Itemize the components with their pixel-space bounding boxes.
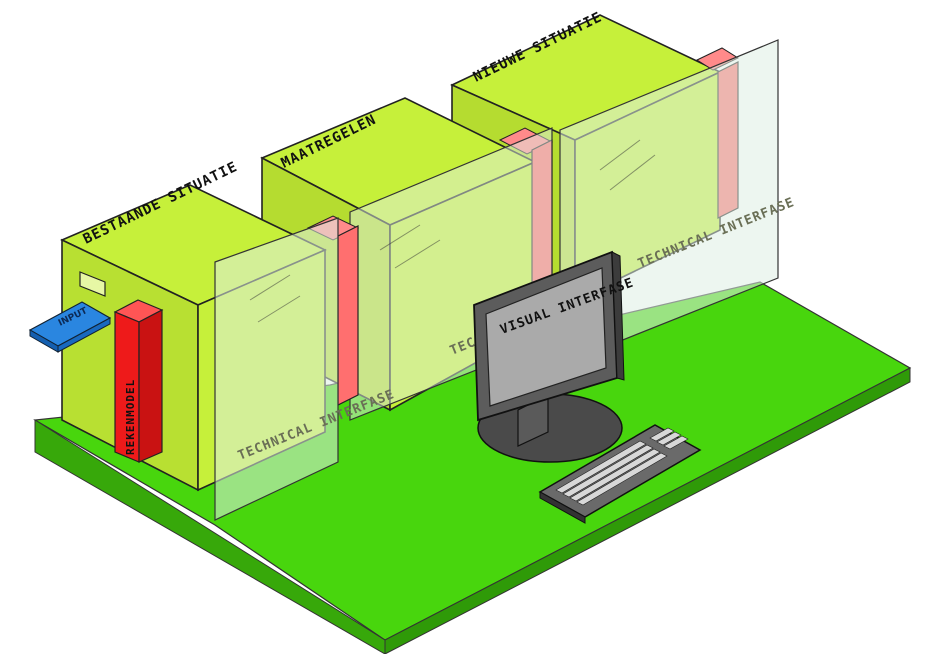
input-slot <box>79 271 106 297</box>
monitor-screen <box>485 267 607 407</box>
rekenmodel-label: REKENMODEL <box>124 379 137 455</box>
base-platform <box>33 281 912 654</box>
platform-front-side <box>34 419 386 654</box>
keyboard-front <box>539 491 586 524</box>
keyboard <box>538 424 702 524</box>
monitor-back-edge <box>611 251 625 381</box>
platform-right-side <box>384 367 911 654</box>
bestaande-red-module <box>337 225 359 406</box>
keyboard-keys <box>555 427 689 506</box>
monitor: VISUAL INTERFASE <box>473 250 636 463</box>
rekenmodel: REKENMODEL <box>113 299 164 463</box>
input-card: INPUT <box>28 301 112 353</box>
